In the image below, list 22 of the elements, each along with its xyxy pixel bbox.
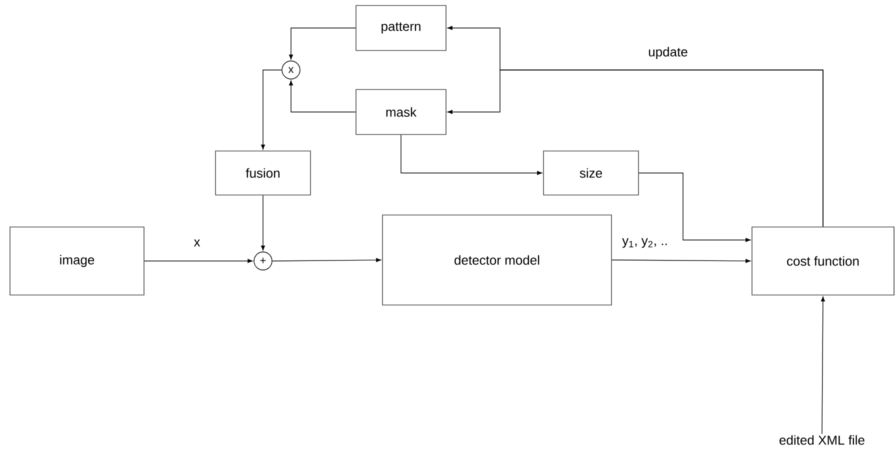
arrow bbox=[261, 195, 265, 251]
process-box: size bbox=[543, 150, 639, 196]
process-box: detector model bbox=[382, 214, 612, 306]
process-box: fusion bbox=[215, 150, 311, 196]
arrow bbox=[289, 28, 356, 60]
arrow bbox=[448, 70, 824, 227]
edge-label: x bbox=[192, 238, 202, 248]
arrow bbox=[261, 70, 282, 150]
arrow bbox=[400, 134, 542, 175]
arrow bbox=[272, 258, 382, 262]
process-box: pattern bbox=[356, 5, 446, 51]
arrow bbox=[820, 296, 825, 434]
edge-label: update bbox=[647, 46, 689, 60]
arrow bbox=[612, 258, 750, 263]
arrow bbox=[289, 80, 356, 112]
process-box: mask bbox=[356, 89, 446, 135]
input-text: edited XML file bbox=[780, 435, 864, 445]
process-box: image bbox=[10, 226, 144, 296]
process-box: cost function bbox=[752, 226, 894, 296]
edge-label: y$_{1}$, y$_{2}$, .. bbox=[621, 237, 669, 249]
arrow bbox=[638, 172, 750, 242]
arrow bbox=[144, 259, 253, 263]
